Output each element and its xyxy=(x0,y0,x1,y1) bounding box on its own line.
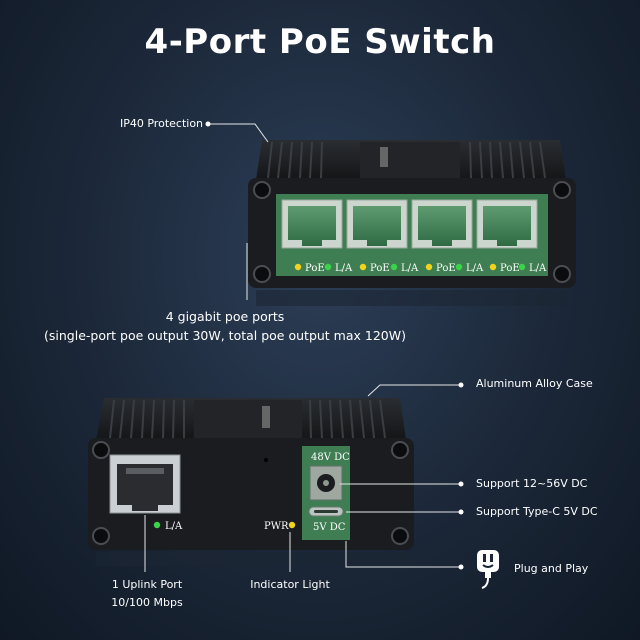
back-label-plate xyxy=(194,400,302,438)
typec-support-callout: Support Type-C 5V DC xyxy=(476,505,598,518)
case-callout: Aluminum Alloy Case xyxy=(476,377,593,390)
poe-led-3 xyxy=(425,263,433,271)
poe-led-2 xyxy=(359,263,367,271)
link-led-3 xyxy=(455,263,463,271)
uplink-link-label: L/A xyxy=(165,521,183,532)
back-fin-lines xyxy=(109,399,386,439)
front-port-3 xyxy=(411,199,473,249)
typec-label: 5V DC xyxy=(313,522,346,533)
front-port-4 xyxy=(476,199,538,249)
link-led-4 xyxy=(518,263,526,271)
poe-label-3: PoE xyxy=(436,263,456,274)
front-reflection xyxy=(256,290,568,306)
typec-port-inner xyxy=(314,510,338,513)
uplink-callout-line2: 10/100 Mbps xyxy=(111,596,183,609)
dc-jack-pin xyxy=(323,480,329,486)
ports-callout-title: 4 gigabit poe ports xyxy=(165,309,285,324)
front-port-2 xyxy=(346,199,408,249)
ip40-callout: IP40 Protection xyxy=(120,117,204,130)
link-label-3: L/A xyxy=(466,263,484,274)
front-screws xyxy=(253,181,571,283)
poe-label-4: PoE xyxy=(500,263,520,274)
leader-lines xyxy=(144,123,461,572)
pwr-led xyxy=(288,521,296,529)
front-label-plate xyxy=(360,142,460,178)
uplink-port xyxy=(109,454,181,514)
uplink-callout-line1: 1 Uplink Port xyxy=(111,578,183,591)
front-led-row: PoE L/A PoE L/A PoE L/A PoE L/A xyxy=(294,263,547,274)
fin-lines xyxy=(267,141,546,179)
poe-label-2: PoE xyxy=(370,263,390,274)
uplink-link-led xyxy=(153,521,161,529)
ports-callout-detail: (single-port poe output 30W, total poe o… xyxy=(44,328,406,343)
leader-dots xyxy=(205,121,464,570)
link-label-4: L/A xyxy=(529,263,547,274)
dc-support-callout: Support 12~56V DC xyxy=(476,477,588,490)
link-led-1 xyxy=(324,263,332,271)
poe-label-1: PoE xyxy=(305,263,325,274)
front-port-1 xyxy=(281,199,343,249)
poe-led-4 xyxy=(489,263,497,271)
back-reflection xyxy=(96,552,408,566)
link-led-2 xyxy=(390,263,398,271)
power-plug-icon xyxy=(477,550,499,589)
poe-led-1 xyxy=(294,263,302,271)
reset-hole xyxy=(264,458,268,462)
back-logo-mark xyxy=(262,406,270,428)
dc-label: 48V DC xyxy=(311,452,350,463)
page-title: 4-Port PoE Switch xyxy=(144,22,496,62)
back-screws xyxy=(92,441,409,545)
link-label-2: L/A xyxy=(401,263,419,274)
pwr-label: PWR xyxy=(264,521,289,532)
link-label-1: L/A xyxy=(335,263,353,274)
plug-play-callout: Plug and Play xyxy=(514,562,589,575)
front-logo-mark xyxy=(380,147,388,167)
indicator-callout: Indicator Light xyxy=(250,578,330,591)
